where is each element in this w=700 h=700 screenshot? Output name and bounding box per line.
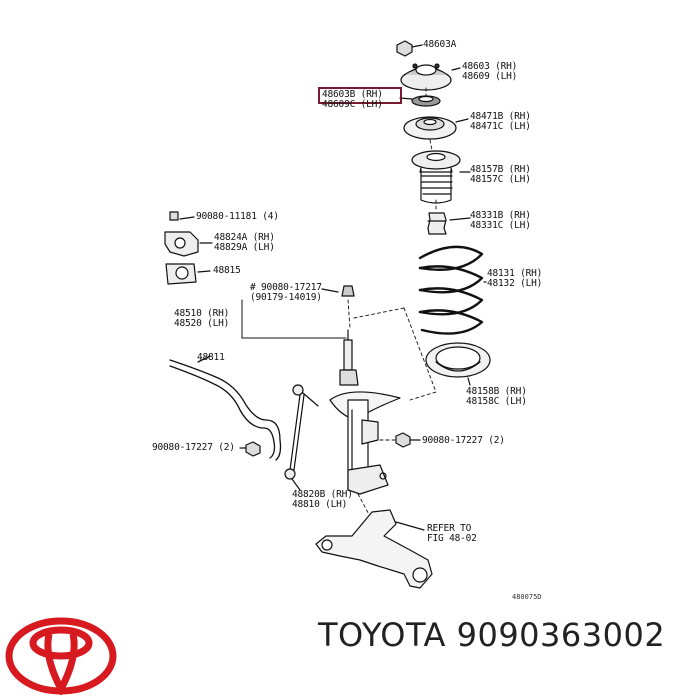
label-line: REFER TO <box>427 523 472 534</box>
label-line: 48331C (LH) <box>470 220 531 231</box>
label-line: 48609C (LH) <box>322 99 383 110</box>
part-label-48131[interactable]: 48131 (RH)48132 (LH) <box>487 269 542 289</box>
part-label-90080-17227-left[interactable]: 90080-17227 (2) <box>152 443 235 453</box>
brand-part-number: TOYOTA 9090363002 <box>318 616 666 654</box>
label-line: 48471C (LH) <box>470 121 531 132</box>
label-line: 90080-17227 (2) <box>152 442 235 453</box>
label-line: 48603B (RH) <box>322 89 383 100</box>
label-line: 48331B (RH) <box>470 210 531 221</box>
part-label-90080-17227-right[interactable]: 90080-17227 (2) <box>422 436 505 446</box>
strut-nut-right-part <box>395 432 421 448</box>
label-line: 48158C (LH) <box>466 396 527 407</box>
label-line: 48815 <box>213 265 241 276</box>
link-nut-left-part <box>239 441 261 457</box>
label-line: 48810 (LH) <box>292 499 348 510</box>
label-line: 48157C (LH) <box>470 174 531 185</box>
label-line: 48157B (RH) <box>470 164 531 175</box>
part-label-48603a[interactable]: 48603A <box>423 40 456 50</box>
part-label-90080-17217[interactable]: # 90080-17217(90179-14019) <box>250 283 322 303</box>
top-nut-part <box>396 40 423 57</box>
stabilizer-bar-part <box>169 355 282 461</box>
part-label-48603[interactable]: 48603 (RH)48609 (LH) <box>462 62 517 82</box>
part-label-48471[interactable]: 48471B (RH)48471C (LH) <box>470 112 531 132</box>
label-line: 48829A (LH) <box>214 242 275 253</box>
label-line: (90179-14019) <box>250 292 322 303</box>
stabilizer-bracket-part <box>164 211 213 257</box>
stabilizer-bushing-part <box>165 263 211 285</box>
bump-stopper-part <box>427 212 471 235</box>
label-line: # 90080-17217 <box>250 282 322 293</box>
label-line: FIG 48-02 <box>427 533 477 544</box>
label-line: 48609 (LH) <box>462 71 518 82</box>
label-line: 48811 <box>197 352 225 363</box>
label-line: 90080-17227 (2) <box>422 435 505 446</box>
part-label-48510[interactable]: 48510 (RH)48520 (LH) <box>174 309 229 329</box>
stabilizer-link-part <box>284 384 319 491</box>
part-label-48331[interactable]: 48331B (RH)48331C (LH) <box>470 211 531 231</box>
shock-absorber-part <box>329 285 401 495</box>
drawing-code: 480075D <box>512 593 542 601</box>
label-line: 48471B (RH) <box>470 111 531 122</box>
label-line: 48510 (RH) <box>174 308 230 319</box>
label-line: 48158B (RH) <box>466 386 527 397</box>
part-label-48811[interactable]: 48811 <box>197 353 225 363</box>
part-label-48815[interactable]: 48815 <box>213 266 241 276</box>
part-label-48824[interactable]: 48824A (RH)48829A (LH) <box>214 233 275 253</box>
label-line: 48131 (RH) <box>487 268 543 279</box>
part-label-48603b[interactable]: 48603B (RH)48609C (LH) <box>322 90 383 110</box>
part-label-90080-11181[interactable]: 90080-11181 (4) <box>196 212 279 222</box>
dust-boot-part <box>411 150 471 204</box>
label-line: 48520 (LH) <box>174 318 230 329</box>
part-label-48158[interactable]: 48158B (RH)48158C (LH) <box>466 387 527 407</box>
part-label-48157[interactable]: 48157B (RH)48157C (LH) <box>470 165 531 185</box>
coil-spring-part <box>418 245 484 335</box>
upper-spring-seat-part <box>403 116 469 140</box>
highlight-box <box>318 87 402 104</box>
label-line: 48824A (RH) <box>214 232 275 243</box>
part-label-48820[interactable]: 48820B (RH)48810 (LH) <box>292 490 353 510</box>
label-line: 48603A <box>423 39 457 50</box>
label-line: 48820B (RH) <box>292 489 353 500</box>
lower-spring-insulator-part <box>425 342 491 386</box>
strut-mount-part <box>400 63 461 91</box>
label-line: 48132 (LH) <box>487 278 543 289</box>
strut-bearing-part <box>399 95 441 107</box>
label-line: 48603 (RH) <box>462 61 518 72</box>
suspension-exploded-diagram <box>164 40 491 589</box>
toyota-logo[interactable] <box>4 617 118 695</box>
label-line: 90080-11181 (4) <box>196 211 279 222</box>
steering-knuckle-part <box>315 509 433 589</box>
